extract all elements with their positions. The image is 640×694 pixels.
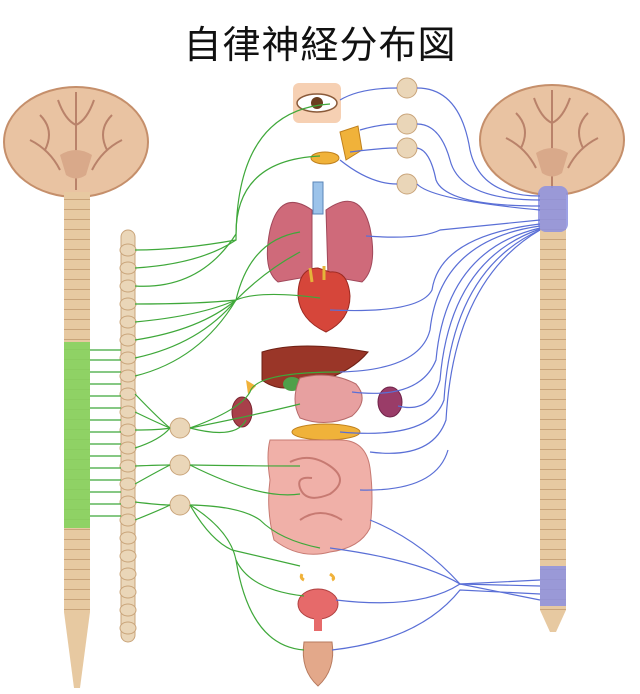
right-brain: [479, 84, 625, 196]
parasympathetic-nerves: [329, 87, 541, 651]
lungs: [266, 200, 374, 283]
prevertebral-ganglia: [169, 417, 191, 516]
cranial-parasympathetic-region: [538, 186, 568, 232]
intestines: [267, 439, 373, 555]
pancreas: [291, 423, 361, 441]
eye: [293, 83, 341, 123]
heart: [297, 266, 351, 333]
sympathetic-nerves: [90, 103, 341, 651]
trachea: [312, 181, 324, 215]
right-spinal-cord: [540, 190, 566, 610]
kidney: [231, 386, 403, 428]
parasympathetic-ganglia: [396, 77, 418, 195]
sympathetic-chain: [119, 229, 137, 643]
left-brain: [3, 86, 149, 198]
diagram-title: 自律神経分布図: [183, 23, 457, 67]
right-spinal-cord-tail: [540, 610, 566, 632]
stomach: [294, 374, 363, 423]
left-spinal-cord-tail: [64, 612, 90, 688]
adrenal-gland: [246, 380, 256, 394]
sympathetic-spinal-region: [64, 342, 90, 528]
bladder: [297, 572, 339, 631]
genitals: [302, 641, 334, 687]
salivary-glands: [310, 125, 363, 165]
sacral-parasympathetic-region: [540, 566, 566, 606]
